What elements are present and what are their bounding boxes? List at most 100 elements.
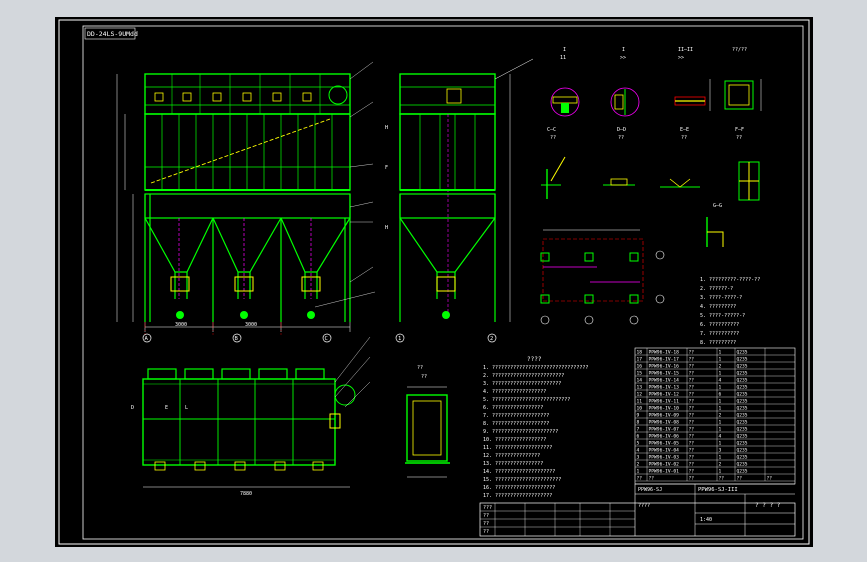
note-2: 2. ???????????????????????? xyxy=(483,373,564,379)
sheet-border-outer xyxy=(58,19,810,545)
bom-cell: PPW96-IV-03 xyxy=(649,455,680,461)
section-label-cc: C—C xyxy=(547,127,556,133)
bom-header-cell: ?? xyxy=(689,476,695,482)
bom-cell: 7 xyxy=(637,427,640,433)
top-letter-d: D xyxy=(131,405,134,411)
section-label-ee: E—E xyxy=(680,127,689,133)
bom-cell: ?? xyxy=(689,441,695,447)
front-view: 3000 3000 A B C xyxy=(116,61,376,343)
bom-header-cell: ?? xyxy=(719,476,725,482)
bom-cell: ?? xyxy=(689,406,695,412)
sub-label-3: >> xyxy=(678,55,684,61)
sub-label-5: ?? xyxy=(618,135,624,141)
note-10: 10. ????????????????? xyxy=(483,437,546,443)
spec-item-1: 1. ?????????-????-?? xyxy=(700,277,760,283)
spec-item-2: 2. ??????-? xyxy=(700,286,733,292)
title-drawing-no: PPW96-SJ-III xyxy=(698,487,738,493)
bom-cell: ?? xyxy=(689,357,695,363)
spec-list: 1. ?????????-????-?? 2. ??????-? 3. ????… xyxy=(700,277,760,346)
bom-cell: ?? xyxy=(689,455,695,461)
note-4: 4. ?????????????????? xyxy=(483,389,546,395)
axis-label-a: A xyxy=(145,336,149,342)
bom-cell: 11 xyxy=(637,399,643,405)
bom-cell: Q235 xyxy=(737,371,748,377)
axis-label-1: 1 xyxy=(398,336,401,342)
spec-item-4: 4. ????????? xyxy=(700,304,736,310)
sub-label-2: >> xyxy=(620,55,626,61)
title-name-line: ???? xyxy=(638,503,650,509)
section-label-4: ??/?? xyxy=(732,47,747,53)
spec-item-7: 7. ?????????? xyxy=(700,331,739,337)
front-dim-1: 3000 xyxy=(175,322,187,328)
bom-cell: ?? xyxy=(689,434,695,440)
bom-cell: 1 xyxy=(719,469,722,475)
bom-cell: 10 xyxy=(637,406,643,412)
small-section-detail: ?? ?? xyxy=(405,365,450,478)
bom-cell: 1 xyxy=(719,455,722,461)
note-13: 13. ???????????????? xyxy=(483,461,543,467)
bom-cell: 6 xyxy=(719,392,722,398)
bom-cell: 2 xyxy=(719,462,722,468)
bom-header-cell: ?? xyxy=(637,476,643,482)
revision-row-1: ??? xyxy=(483,505,492,511)
revision-row-4: ?? xyxy=(483,529,489,535)
plan-detail xyxy=(540,229,665,325)
section-label-gg: G—G xyxy=(713,203,722,209)
bom-cell: 1 xyxy=(719,385,722,391)
bom-cell: 2 xyxy=(719,364,722,370)
bom-cell: 8 xyxy=(637,420,640,426)
section-label-3: II—II xyxy=(678,47,693,53)
note-16: 16. ???????????????????? xyxy=(483,485,555,491)
bom-cell: 9 xyxy=(637,413,640,419)
bom-cell: ?? xyxy=(689,371,695,377)
bom-header-cell: ?? xyxy=(649,476,655,482)
bom-cell: Q235 xyxy=(737,357,748,363)
bom-cell: Q235 xyxy=(737,378,748,384)
bom-cell: 4 xyxy=(719,378,722,384)
bom-cell: Q235 xyxy=(737,469,748,475)
note-9: 9. ?????????????????????? xyxy=(483,429,558,435)
note-7: 7. ??????????????????? xyxy=(483,413,549,419)
bom-cell: PPW96-IV-02 xyxy=(649,462,680,468)
top-letter-l: L xyxy=(185,405,188,411)
bom-cell: Q235 xyxy=(737,364,748,370)
top-view: 7880 D E L xyxy=(131,336,371,497)
axis-label-b: B xyxy=(235,336,239,342)
cad-drawing: DD-24LS-9UMdd xyxy=(58,19,810,545)
sheet-border-inner xyxy=(82,25,804,540)
bom-cell: ?? xyxy=(689,462,695,468)
bom-header-cell: ?? xyxy=(737,476,743,482)
bom-cell: PPW96-IV-14 xyxy=(649,378,680,384)
bom-cell: Q235 xyxy=(737,350,748,356)
note-14: 14. ???????????????????? xyxy=(483,469,555,475)
revision-row-3: ?? xyxy=(483,521,489,527)
front-dim-2: 3000 xyxy=(245,322,257,328)
side-letter-f: F xyxy=(385,165,388,171)
title-sheet: ? ? ? ? xyxy=(755,502,781,509)
bom-cell: ?? xyxy=(689,392,695,398)
side-letter-h1: H xyxy=(385,125,388,131)
note-11: 11. ??????????????????? xyxy=(483,445,552,451)
title-product: PPW96-SJ xyxy=(638,487,662,493)
bom-cell: 1 xyxy=(719,371,722,377)
sub-label-1: 11 xyxy=(560,55,566,61)
bom-cell: PPW96-IV-07 xyxy=(649,427,680,433)
bom-cell: 3 xyxy=(719,448,722,454)
bom-cell: ?? xyxy=(689,448,695,454)
bom-cell: Q235 xyxy=(737,462,748,468)
bom-cell: ?? xyxy=(689,378,695,384)
bom-cell: 16 xyxy=(637,364,643,370)
note-3: 3. ??????????????????????? xyxy=(483,381,561,387)
title-block: PPW96-SJ PPW96-SJ-III ???? 1:40 ? ? ? ? … xyxy=(479,483,796,537)
bom-cell: 4 xyxy=(719,434,722,440)
sub-label-4: ?? xyxy=(550,135,556,141)
bom-cell: PPW96-IV-05 xyxy=(649,441,680,447)
bom-cell: 1 xyxy=(719,427,722,433)
bom-cell: PPW96-IV-12 xyxy=(649,392,680,398)
section-label-dd: D—D xyxy=(617,127,626,133)
code-box xyxy=(84,27,136,40)
note-17: 17. ??????????????????? xyxy=(483,493,552,499)
sub-label-6: ?? xyxy=(681,135,687,141)
cad-viewport[interactable]: DD-24LS-9UMdd xyxy=(55,17,813,547)
